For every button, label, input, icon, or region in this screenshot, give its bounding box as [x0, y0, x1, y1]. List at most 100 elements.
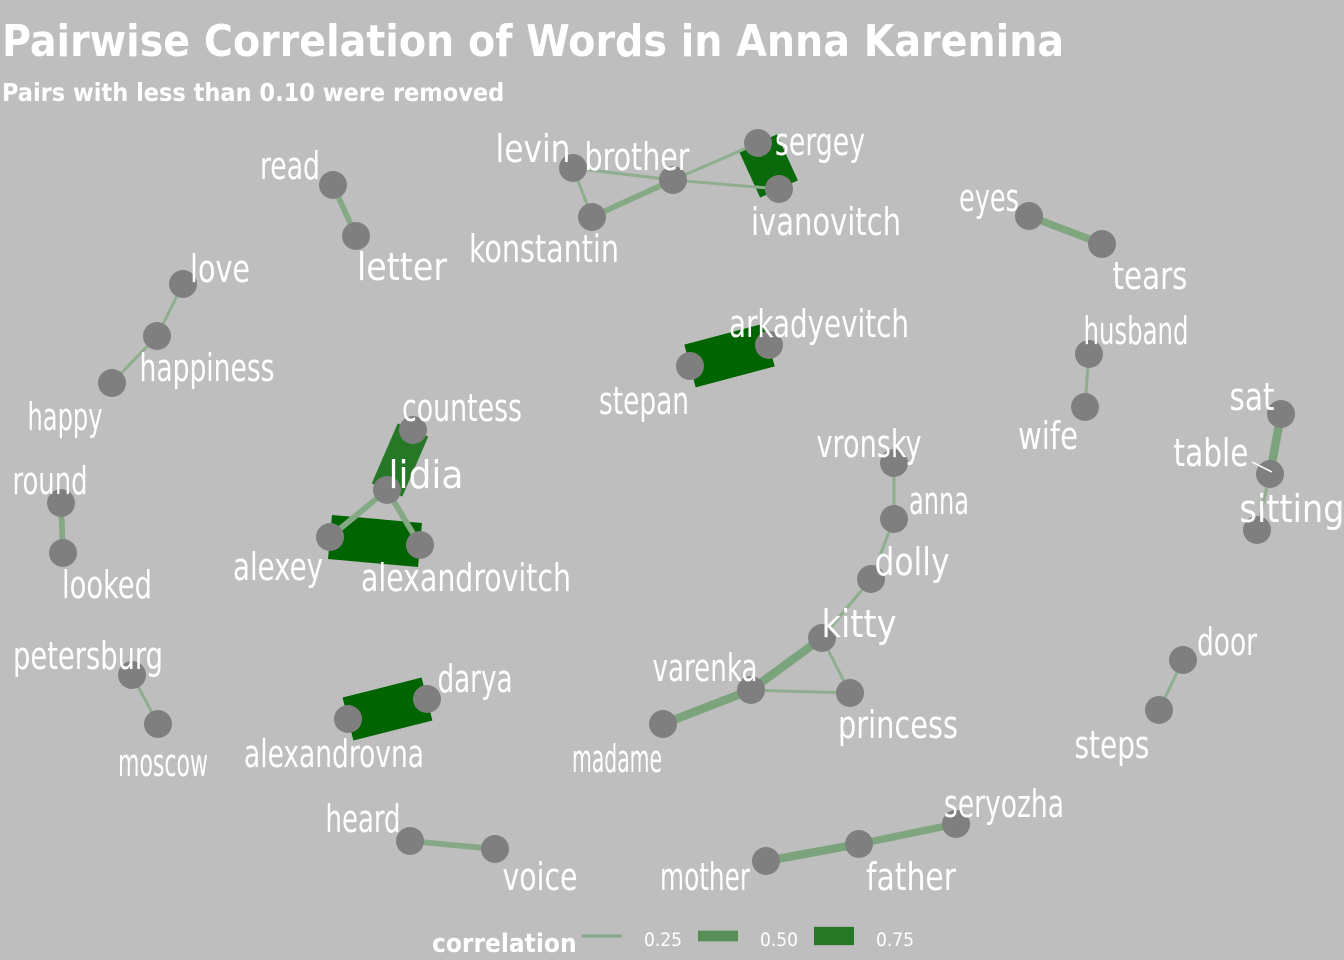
label-eyes: eyes: [959, 176, 1019, 220]
node-mother: [752, 847, 780, 875]
node-countess: [399, 416, 427, 444]
label-alexandrovitch: alexandrovitch: [361, 556, 571, 600]
label-sitting: sitting: [1240, 487, 1344, 531]
label-countess: countess: [402, 386, 522, 430]
node-door: [1169, 646, 1197, 674]
label-letter: letter: [357, 245, 448, 289]
node-kitty: [808, 624, 836, 652]
label-varenka: varenka: [653, 646, 758, 690]
node-madame: [649, 710, 677, 738]
edge-heard-voice: [409, 838, 496, 852]
node-voice: [481, 835, 509, 863]
node-ivanovitch: [765, 175, 793, 203]
node-round: [47, 489, 75, 517]
node-lidia: [373, 476, 401, 504]
label-happy: happy: [28, 395, 103, 439]
legend-label-2: 0.75: [876, 929, 914, 951]
node-alexey: [316, 523, 344, 551]
node-konstantin: [578, 203, 606, 231]
legend-key-0: [582, 934, 622, 938]
legend-key-1: [698, 930, 738, 942]
label-voice: voice: [503, 855, 578, 899]
label-arkadyevitch: arkadyevitch: [729, 302, 909, 346]
label-anna: anna: [909, 479, 969, 523]
node-varenka: [737, 676, 765, 704]
label-steps: steps: [1075, 723, 1150, 767]
label-petersburg: petersburg: [13, 634, 163, 678]
node-alexandrovitch: [406, 531, 434, 559]
edge-konstantin-brother: [590, 177, 675, 220]
node-alexandrovna: [334, 705, 362, 733]
node-heard: [396, 827, 424, 855]
label-looked: looked: [62, 563, 152, 607]
legend-key-2: [814, 926, 854, 946]
node-looked: [49, 539, 77, 567]
label-read: read: [260, 144, 320, 188]
node-sat: [1267, 400, 1295, 428]
label-alexey: alexey: [233, 545, 323, 589]
label-princess: princess: [838, 703, 958, 747]
label-dolly: dolly: [875, 540, 950, 584]
label-sergey: sergey: [775, 120, 865, 164]
node-arkadyevitch: [755, 331, 783, 359]
edge-seryozha-father: [858, 820, 957, 848]
edge-varenka-princess: [750, 688, 851, 695]
label-levin: levin: [496, 127, 571, 171]
node-dolly: [857, 565, 885, 593]
node-eyes: [1015, 202, 1043, 230]
node-darya: [413, 685, 441, 713]
label-connector-table: [1251, 461, 1273, 473]
label-darya: darya: [438, 657, 513, 701]
edge-brother-sergey: [672, 141, 759, 182]
label-stepan: stepan: [599, 379, 689, 423]
label-seryozha: seryozha: [944, 782, 1064, 826]
edge-varenka-madame: [661, 686, 753, 728]
node-steps: [1145, 696, 1173, 724]
label-kitty: kitty: [822, 602, 897, 646]
label-mother: mother: [660, 855, 751, 899]
node-husband: [1075, 340, 1103, 368]
node-stepan: [676, 352, 704, 380]
label-sat: sat: [1230, 375, 1275, 419]
node-letter: [342, 222, 370, 250]
labels-layer: read letter levin brother konstantin sergey iv…: [13, 120, 1344, 899]
edge-brother-ivanovitch: [672, 178, 780, 191]
label-tears: tears: [1113, 254, 1188, 298]
chart-title: Pairwise Correlation of Words in Anna Ka…: [2, 16, 1064, 67]
label-moscow: moscow: [118, 741, 208, 785]
node-princess: [836, 679, 864, 707]
node-sergey: [744, 129, 772, 157]
chart-subtitle: Pairs with less than 0.10 were removed: [2, 78, 504, 107]
label-wife: wife: [1018, 414, 1078, 458]
node-table: [1256, 460, 1284, 488]
label-round: round: [13, 459, 88, 503]
label-madame: madame: [572, 737, 662, 781]
label-vronsky: vronsky: [817, 422, 922, 466]
label-father: father: [866, 855, 957, 899]
label-brother: brother: [585, 135, 691, 179]
label-door: door: [1197, 620, 1258, 664]
node-vronsky: [880, 449, 908, 477]
node-read: [319, 171, 347, 199]
edge-alexey-alexandrovitch: [328, 514, 422, 568]
label-love: love: [190, 247, 250, 291]
node-love: [169, 270, 197, 298]
legend-label-1: 0.50: [760, 929, 798, 951]
edge-kitty-varenka: [748, 634, 825, 694]
legend-title: correlation: [432, 929, 577, 959]
node-petersburg: [118, 661, 146, 689]
edge-father-mother: [765, 839, 860, 866]
label-husband: husband: [1084, 309, 1189, 353]
label-heard: heard: [326, 797, 401, 841]
node-tears: [1088, 230, 1116, 258]
node-wife: [1071, 393, 1099, 421]
label-happiness: happiness: [140, 346, 275, 390]
label-lidia: lidia: [389, 453, 464, 497]
node-moscow: [144, 710, 172, 738]
label-konstantin: konstantin: [469, 227, 619, 271]
label-table: table: [1174, 431, 1249, 475]
edge-levin-brother: [572, 166, 674, 182]
label-ivanovitch: ivanovitch: [751, 200, 901, 244]
